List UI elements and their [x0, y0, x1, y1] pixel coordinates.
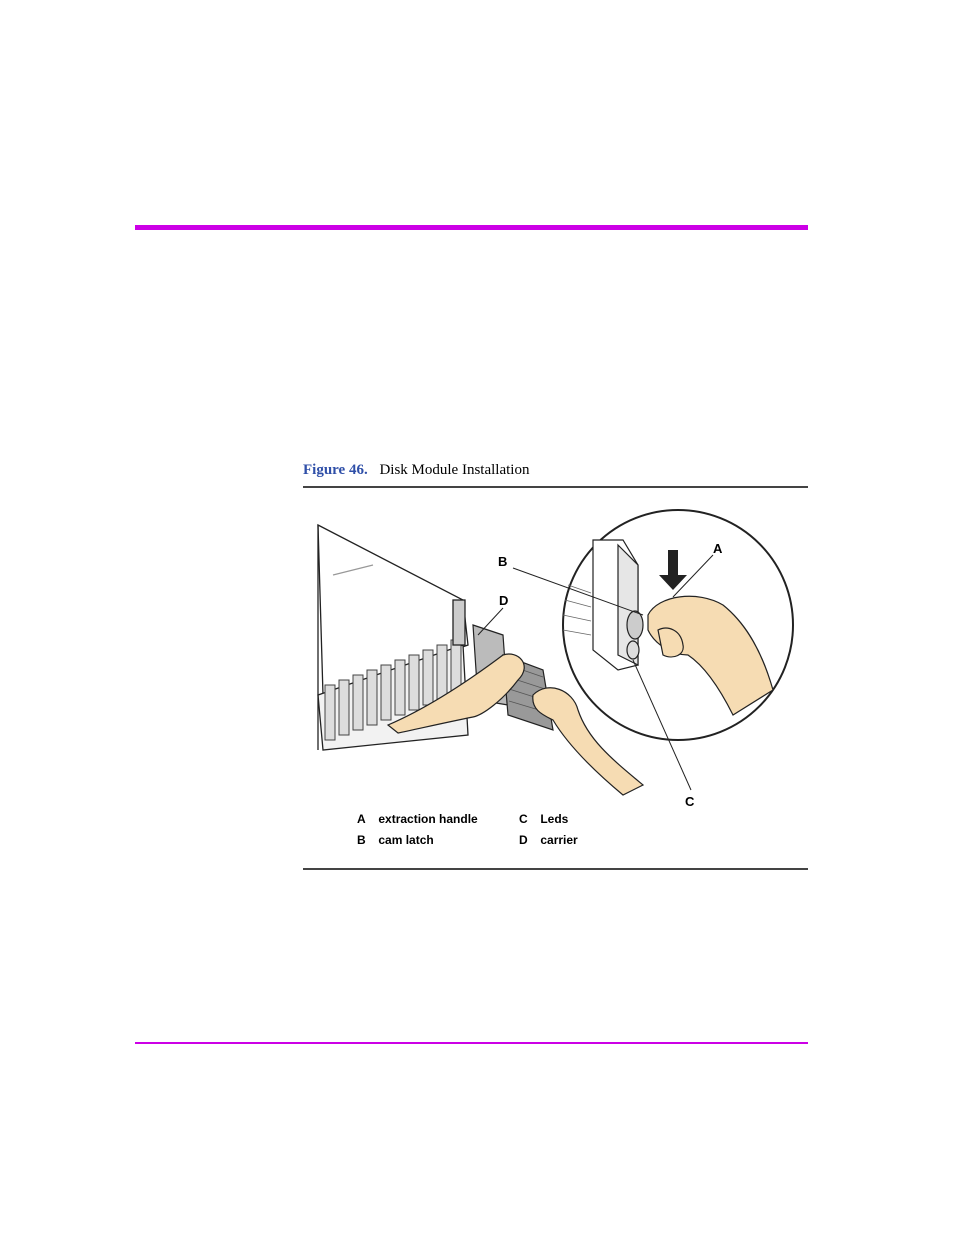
- legend-item-b: B cam latch: [357, 833, 434, 847]
- figure-number: Figure 46.: [303, 462, 368, 478]
- footer-rule: [135, 1042, 808, 1044]
- legend-item-a: A extraction handle: [357, 812, 478, 826]
- callout-a: A: [713, 541, 723, 556]
- figure-top-rule: [303, 486, 808, 488]
- legend-key: A: [357, 812, 375, 826]
- figure-caption: Figure 46. Disk Module Installation: [303, 462, 529, 479]
- legend-label: Leds: [540, 812, 568, 826]
- legend-label: extraction handle: [378, 812, 477, 826]
- legend-key: B: [357, 833, 375, 847]
- legend-item-c: C Leds: [519, 812, 568, 826]
- legend-key: C: [519, 812, 537, 826]
- legend-label: cam latch: [378, 833, 433, 847]
- header-rule: [135, 225, 808, 230]
- legend-item-d: D carrier: [519, 833, 578, 847]
- figure-bottom-rule: [303, 868, 808, 870]
- detail-magnifier: [563, 510, 793, 740]
- figure-title: Disk Module Installation: [379, 462, 529, 478]
- callout-b: B: [498, 554, 507, 569]
- legend-label: carrier: [540, 833, 577, 847]
- disk-module-illustration: B A C D: [303, 505, 808, 815]
- callout-d: D: [499, 593, 508, 608]
- legend-key: D: [519, 833, 537, 847]
- callout-c: C: [685, 794, 695, 809]
